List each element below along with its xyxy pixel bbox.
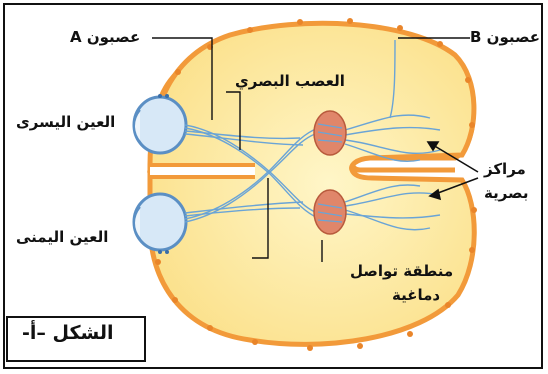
lower-relay-nucleus	[314, 190, 346, 234]
neuron-a-label: عصبون A	[70, 28, 140, 46]
visual-centers-label-line2: بصرية	[484, 184, 528, 202]
figure-caption: الشكل –أ-	[22, 322, 114, 344]
synapse-label-line2: دماغية	[392, 286, 440, 304]
neuron-b-label: عصبون B	[470, 28, 540, 46]
visual-centers-label-line1: مراكز	[484, 160, 526, 178]
left-eye-label: العين اليسرى	[16, 113, 115, 131]
right-eye-label: العين اليمنى	[16, 228, 108, 246]
upper-relay-nucleus	[314, 111, 346, 155]
hemisphere-gap	[150, 167, 255, 175]
optic-nerve-label: العصب البصري	[235, 72, 345, 90]
synapse-label-line1: منطقة تواصل	[350, 262, 453, 280]
